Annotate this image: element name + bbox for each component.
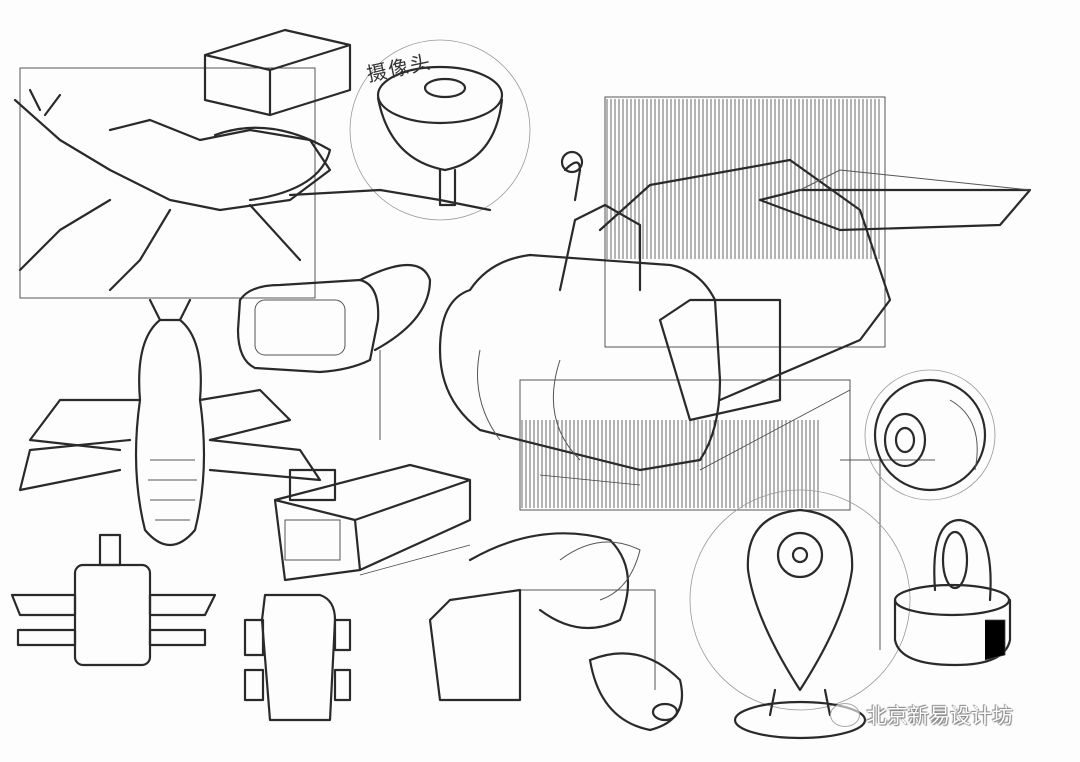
robot-front-sketch — [10, 533, 217, 667]
box-sketch — [203, 28, 352, 117]
watermark: 北京新易设计坊 — [830, 700, 1013, 730]
guide-frames — [19, 39, 996, 711]
sphere-camera-sketch — [873, 378, 987, 492]
watermark-text: 北京新易设计坊 — [866, 704, 1013, 728]
robot-side-sketch — [243, 593, 352, 722]
pin-camera-sketch — [733, 508, 867, 740]
swoosh-sketch — [428, 532, 684, 732]
hatched-panel — [519, 96, 886, 511]
winged-beetle-sketch — [18, 298, 322, 546]
camera-eye-sketch — [376, 65, 504, 207]
pod-camera-sketch — [893, 518, 1012, 667]
small-vehicle-sketch — [273, 463, 472, 582]
capsule-sketch — [236, 263, 432, 374]
wechat-logo-icon — [830, 703, 860, 727]
beetle-sketch — [13, 88, 492, 292]
main-vehicle-sketch — [438, 150, 1032, 486]
